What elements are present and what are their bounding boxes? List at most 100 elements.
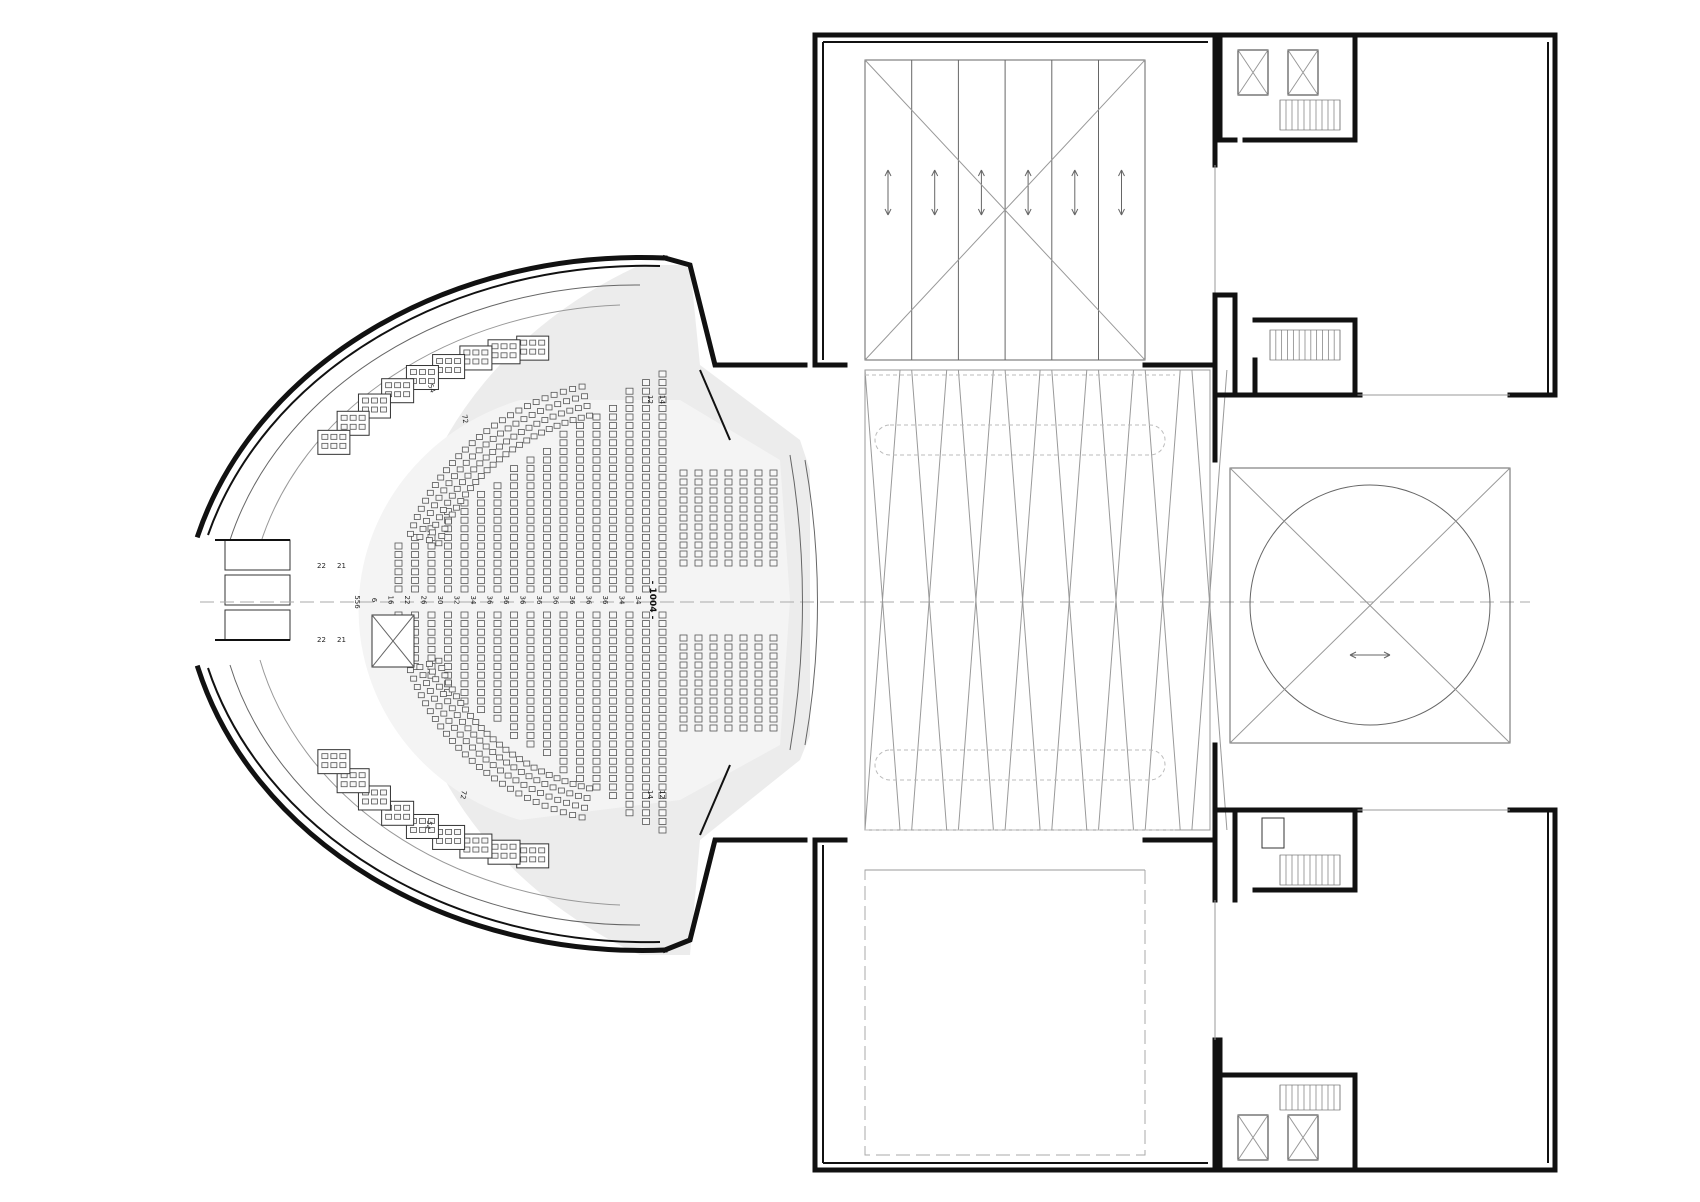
seat: [526, 732, 535, 739]
seat: [498, 780, 506, 787]
seat: [543, 516, 551, 524]
seat: [460, 637, 469, 645]
seat: [724, 688, 733, 696]
seat: [559, 663, 568, 670]
seat: [754, 469, 763, 477]
seat: [394, 813, 402, 820]
seat: [510, 654, 518, 662]
seat: [625, 637, 634, 645]
seat: [512, 420, 520, 427]
seat: [493, 482, 502, 490]
seat: [437, 474, 445, 481]
seat: [453, 485, 461, 492]
seat: [769, 724, 778, 732]
seat: [358, 414, 366, 421]
seat: [493, 516, 502, 524]
seat: [658, 430, 667, 438]
seat: [642, 723, 650, 731]
seat: [394, 568, 403, 576]
seat: [559, 499, 568, 507]
seat: [739, 478, 748, 486]
seat: [510, 646, 518, 653]
seat: [642, 818, 650, 825]
seat: [543, 749, 551, 756]
seat: [625, 387, 634, 395]
seat: [625, 757, 634, 765]
seat: [528, 412, 536, 418]
seat: [416, 664, 424, 670]
fly-arrow: [977, 169, 985, 216]
seat: [526, 628, 535, 636]
seat: [754, 679, 763, 687]
seat: [453, 712, 461, 719]
seat: [694, 559, 703, 567]
seat: [526, 456, 535, 464]
seat: [709, 643, 718, 651]
seat: [609, 542, 617, 550]
seat: [445, 717, 453, 724]
seat: [679, 706, 688, 714]
seat: [448, 492, 456, 499]
seat: [592, 482, 601, 490]
seat: [543, 456, 551, 464]
seat: [592, 757, 601, 765]
seat: [769, 532, 778, 540]
seat: [543, 525, 551, 533]
seat: [694, 679, 703, 687]
seat: [625, 473, 634, 481]
seat: [709, 514, 718, 522]
seat: [448, 705, 456, 712]
seat: [553, 422, 561, 429]
seat: [477, 680, 485, 688]
row-count: 32: [453, 596, 461, 605]
seat: [592, 473, 601, 481]
seat: [592, 646, 601, 653]
seat: [431, 695, 438, 702]
seat: [427, 551, 436, 558]
seat: [541, 417, 549, 423]
seat: [576, 775, 584, 782]
seat: [411, 577, 419, 584]
seat: [625, 508, 634, 516]
seat: [509, 352, 517, 359]
seat: [461, 751, 469, 758]
seat: [464, 472, 472, 479]
seat: [526, 680, 535, 688]
seat: [504, 425, 512, 432]
seat: [642, 456, 650, 464]
seat: [520, 856, 528, 863]
seat: [543, 723, 551, 731]
seat: [349, 414, 357, 421]
seat: [559, 809, 567, 816]
seat: [559, 671, 568, 679]
seat: [609, 585, 617, 593]
seat: [658, 783, 667, 791]
seat: [493, 663, 502, 670]
seat: [489, 736, 497, 743]
fly-bays: [864, 60, 1125, 360]
seat: [503, 438, 510, 445]
rear-bottom-b-label: 21: [337, 636, 346, 644]
row-count: 34: [469, 596, 477, 605]
seat: [538, 768, 545, 775]
seat: [445, 518, 452, 525]
seat: [455, 744, 463, 751]
seat: [477, 490, 485, 498]
seat: [497, 767, 504, 774]
seat: [642, 611, 650, 619]
seat: [679, 661, 688, 669]
seat: [491, 422, 498, 429]
seat: [724, 652, 733, 660]
seat: [394, 577, 403, 584]
seat: [658, 800, 667, 808]
seat: [543, 689, 551, 696]
seat: [493, 620, 502, 627]
stage-house: [812, 32, 1228, 1173]
seat: [491, 352, 499, 359]
seat: [576, 620, 584, 627]
seat: [592, 456, 601, 464]
seat: [557, 410, 565, 417]
seat: [574, 792, 582, 799]
seat: [559, 646, 568, 653]
